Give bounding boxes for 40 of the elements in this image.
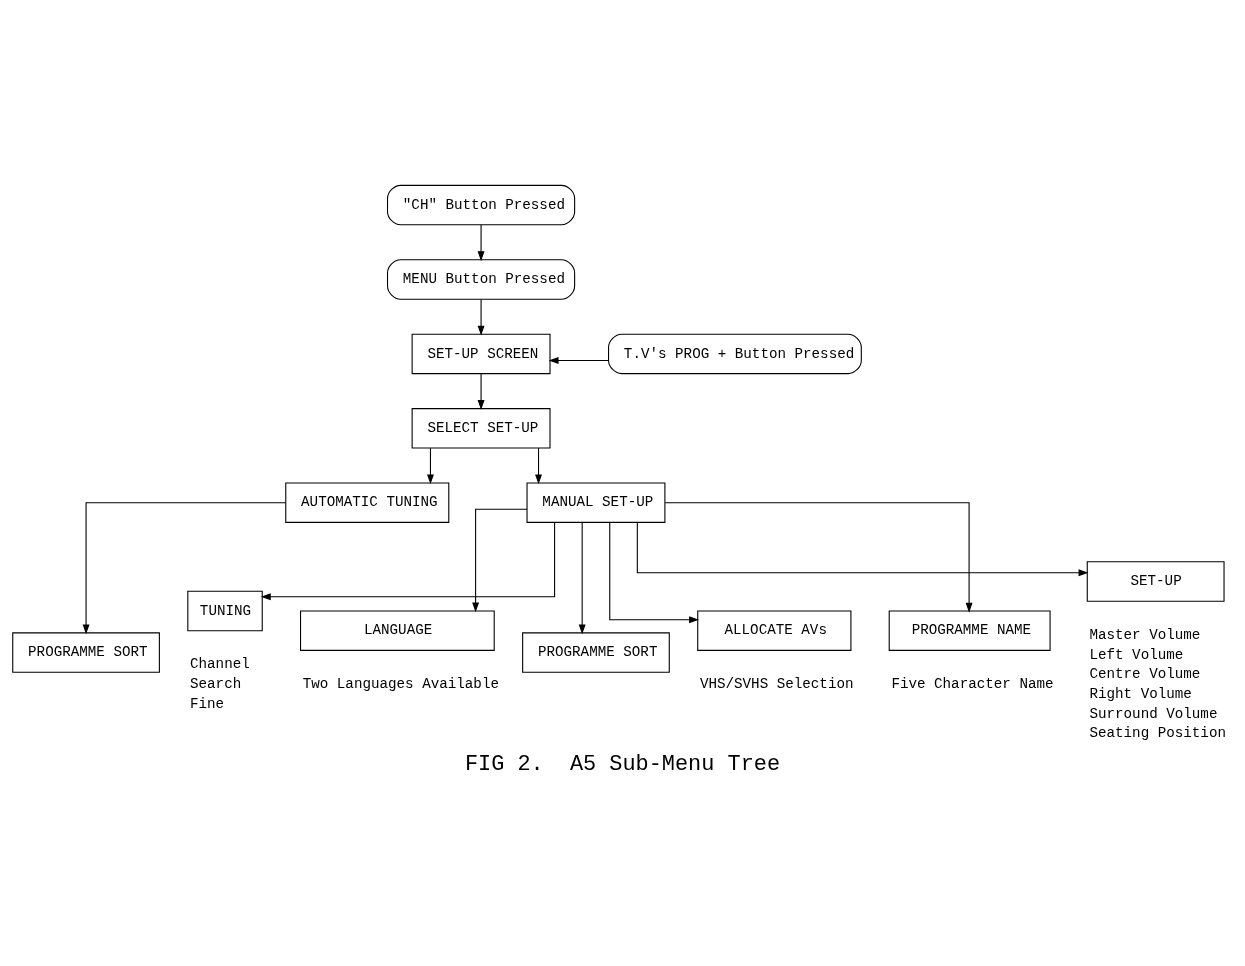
arrow (82, 502, 287, 635)
node-label: Channel (190, 656, 250, 673)
node-box: "CH" Button Pressed (386, 184, 576, 226)
node-box: SELECT SET-UP (411, 408, 551, 449)
node-label: Surround Volume (1089, 705, 1218, 722)
node-box: MANUAL SET-UP (526, 482, 666, 523)
node-box: PROGRAMME NAME (888, 610, 1051, 651)
node-label: Centre Volume (1089, 666, 1201, 683)
node-label: Five Character Name (891, 676, 1054, 693)
arrow (477, 373, 485, 410)
node-box: LANGUAGE (300, 610, 495, 651)
arrow (427, 447, 434, 485)
node-box: AUTOMATIC TUNING (285, 482, 450, 523)
node-label: Left Volume (1089, 646, 1184, 663)
node-box: SET-UP (1086, 561, 1225, 602)
node-box: MENU Button Pressed (386, 259, 576, 300)
node-label: Fine (190, 695, 225, 712)
node-label: VHS/SVHS Selection (699, 676, 854, 693)
arrow (664, 502, 973, 613)
caption: FIG 2. A5 Sub-Menu Tree (464, 751, 781, 777)
arrow (578, 522, 586, 635)
node-box: PROGRAMME SORT (522, 632, 670, 673)
arrow (535, 447, 542, 485)
node-box: TUNING (187, 590, 263, 632)
node-label: Search (190, 676, 242, 693)
node-label: Seating Position (1089, 725, 1226, 742)
node-box: PROGRAMME SORT (12, 632, 160, 673)
node-box: SET-UP SCREEN (411, 333, 551, 375)
arrow (472, 508, 528, 613)
node-label: Master Volume (1089, 626, 1201, 643)
node-box: T.V's PROG + Button Pressed (608, 333, 862, 375)
node-label: Two Languages Available (302, 676, 499, 693)
arrow (477, 224, 485, 262)
arrow (609, 522, 699, 624)
arrow (548, 357, 609, 364)
arrow (260, 522, 556, 601)
arrow (636, 522, 1089, 577)
arrow (477, 298, 485, 336)
node-label: Right Volume (1089, 685, 1192, 702)
node-box: ALLOCATE AVs (697, 610, 852, 651)
